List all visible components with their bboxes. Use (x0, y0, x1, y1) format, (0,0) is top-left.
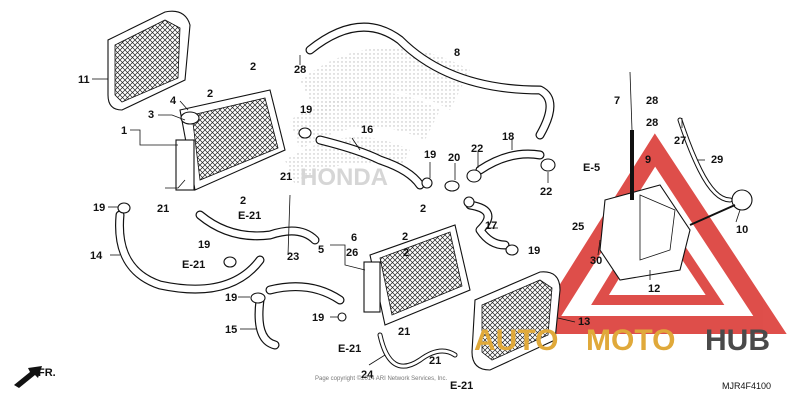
label-28c[interactable]: 28 (646, 117, 658, 129)
label-14[interactable]: 14 (90, 250, 103, 262)
label-28a[interactable]: 28 (294, 64, 306, 76)
hose-17[interactable] (465, 200, 510, 250)
ref-e21b[interactable]: E-21 (182, 259, 205, 271)
hose-29[interactable] (677, 117, 733, 203)
label-19e[interactable]: 19 (225, 292, 237, 304)
ref-e21c[interactable]: E-21 (338, 343, 361, 355)
label-19d[interactable]: 19 (198, 239, 210, 251)
label-11[interactable]: 11 (78, 74, 90, 86)
fr-label: FR. (38, 367, 56, 379)
hose-18[interactable] (475, 149, 545, 175)
label-2d[interactable]: 2 (402, 231, 408, 243)
label-6[interactable]: 6 (351, 232, 357, 244)
leader-lines (92, 55, 741, 366)
label-10[interactable]: 10 (736, 224, 748, 236)
label-2f[interactable]: 2 (420, 203, 426, 215)
label-3[interactable]: 3 (148, 109, 154, 121)
label-2e[interactable]: 2 (403, 247, 409, 259)
label-1[interactable]: 1 (121, 125, 127, 137)
hose-8[interactable] (305, 22, 555, 140)
label-13[interactable]: 13 (578, 316, 590, 328)
watermark-moto: MOTO (586, 324, 675, 357)
label-7[interactable]: 7 (614, 95, 620, 107)
label-15[interactable]: 15 (225, 324, 237, 336)
radiator-upper[interactable] (175, 89, 286, 191)
front-arrow-icon (14, 366, 42, 388)
ref-e5[interactable]: E-5 (583, 162, 600, 174)
label-22a[interactable]: 22 (471, 143, 483, 155)
ref-e21d[interactable]: E-21 (450, 380, 473, 392)
label-12[interactable]: 12 (648, 283, 660, 295)
hose-15[interactable] (254, 282, 345, 350)
label-16[interactable]: 16 (361, 124, 373, 136)
label-23[interactable]: 23 (287, 251, 299, 263)
part-labels: 11 1 3 4 2 2 28 8 19 16 18 22 20 19 E-5 … (78, 47, 748, 392)
label-2b[interactable]: 2 (250, 61, 256, 73)
label-28b[interactable]: 28 (646, 95, 658, 107)
label-8[interactable]: 8 (454, 47, 460, 59)
label-19a[interactable]: 19 (300, 104, 312, 116)
label-2c[interactable]: 2 (240, 195, 246, 207)
label-21b[interactable]: 21 (280, 171, 292, 183)
label-21c[interactable]: 21 (398, 326, 410, 338)
front-direction-indicator: FR. (14, 366, 56, 388)
label-18[interactable]: 18 (502, 131, 514, 143)
watermark-text: AUTO MOTO HUB (474, 324, 770, 357)
label-19c[interactable]: 19 (93, 202, 105, 214)
label-17[interactable]: 17 (485, 220, 497, 232)
label-26[interactable]: 26 (346, 247, 358, 259)
hose-24[interactable] (377, 332, 458, 369)
label-20[interactable]: 20 (448, 152, 460, 164)
label-25[interactable]: 25 (572, 221, 584, 233)
label-21a[interactable]: 21 (157, 203, 169, 215)
label-19b[interactable]: 19 (424, 149, 436, 161)
emblem-text: HONDA (300, 164, 388, 191)
copyright: Page copyright ©2014 ARI Network Service… (315, 375, 447, 382)
ref-e21a[interactable]: E-21 (238, 210, 261, 222)
label-4[interactable]: 4 (170, 95, 177, 107)
label-21d[interactable]: 21 (429, 355, 441, 367)
label-24[interactable]: 24 (361, 369, 374, 381)
pressure-cap[interactable] (689, 189, 753, 226)
clamps (117, 127, 556, 322)
label-19f[interactable]: 19 (312, 312, 324, 324)
label-5[interactable]: 5 (318, 244, 324, 256)
part-code: MJR4F4100 (722, 381, 771, 391)
label-27[interactable]: 27 (674, 135, 686, 147)
radiator-lower[interactable] (363, 224, 471, 326)
hose-16[interactable] (315, 135, 425, 190)
label-19g[interactable]: 19 (528, 245, 540, 257)
watermark-auto: AUTO (474, 324, 558, 357)
label-30[interactable]: 30 (590, 255, 602, 267)
label-29[interactable]: 29 (711, 154, 723, 166)
hose-23[interactable] (195, 210, 320, 245)
label-22b[interactable]: 22 (540, 186, 552, 198)
label-2a[interactable]: 2 (207, 88, 213, 100)
radiator-shroud-lower[interactable] (471, 271, 561, 371)
hose-14[interactable] (115, 210, 265, 294)
radiator-cap-icon (180, 111, 200, 125)
watermark-hub: HUB (705, 324, 770, 357)
radiator-shroud-upper[interactable] (107, 10, 191, 111)
label-9[interactable]: 9 (645, 154, 651, 166)
reserve-tank[interactable] (599, 184, 691, 281)
